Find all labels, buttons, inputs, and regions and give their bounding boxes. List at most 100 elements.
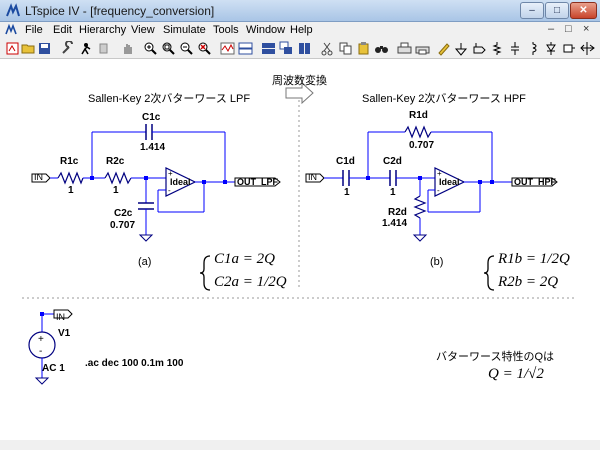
run-icon[interactable]	[78, 41, 93, 56]
label-net-icon[interactable]	[454, 41, 469, 56]
r2d-value: 1.414	[382, 218, 408, 229]
zoom-in-icon[interactable]	[143, 41, 158, 56]
opamp-hpf[interactable]	[434, 167, 466, 197]
component-icon[interactable]	[544, 41, 559, 56]
opamp-lpf[interactable]	[165, 167, 197, 197]
print-icon[interactable]	[397, 41, 412, 56]
c2d-value: 1	[390, 187, 396, 198]
halt-icon[interactable]	[96, 41, 111, 56]
new-schematic-icon[interactable]	[5, 41, 20, 56]
c2c-name: C2c	[114, 208, 133, 219]
r1c-name: R1c	[60, 156, 79, 167]
q-formula: Q = 1/√2	[488, 366, 544, 382]
r1d-value: 0.707	[409, 140, 435, 151]
brace-lpf	[199, 255, 211, 291]
zoom-cancel-icon[interactable]	[197, 41, 212, 56]
menu-file[interactable]: File	[25, 24, 43, 36]
lpf-caption: (a)	[138, 256, 152, 268]
conversion-header: 周波数変換	[272, 75, 327, 87]
toolbar	[0, 39, 600, 59]
menu-view[interactable]: View	[131, 24, 155, 36]
r1c-value: 1	[68, 185, 74, 196]
hpf-out-port[interactable]	[511, 177, 558, 187]
find-icon[interactable]	[356, 41, 371, 56]
eq-lpf-c1: C1a = 2Q	[214, 251, 275, 267]
hpf-in-label: IN	[308, 172, 317, 182]
paste-icon[interactable]	[338, 41, 353, 56]
open-icon[interactable]	[21, 41, 36, 56]
tile-horizontal-icon[interactable]	[238, 41, 253, 56]
lpf-in-port[interactable]	[31, 173, 51, 183]
r2d-name: R2d	[388, 207, 407, 218]
zoom-fit-icon[interactable]	[161, 41, 176, 56]
lpf-circuit: + -	[31, 124, 281, 242]
inductor-icon[interactable]	[508, 41, 523, 56]
lpf-title: Sallen-Key 2次バターワース LPF	[88, 93, 251, 105]
menu-window[interactable]: Window	[246, 24, 286, 36]
close-button[interactable]: ✕	[570, 2, 597, 19]
svg-text:-: -	[39, 346, 42, 357]
pan-icon[interactable]	[120, 41, 135, 56]
v1-name: V1	[58, 328, 71, 339]
schematic-drawing: + -	[22, 81, 576, 385]
hpf-title: Sallen-Key 2次バターワース HPF	[362, 93, 526, 105]
menu-hierarchy[interactable]: Hierarchy	[79, 24, 127, 36]
eq-hpf-r2: R2b = 2Q	[498, 274, 559, 290]
ac-directive[interactable]: .ac dec 100 0.1m 100	[85, 358, 184, 369]
v1-in-label: IN	[56, 312, 65, 322]
minimize-button[interactable]: –	[520, 2, 544, 19]
c1c-value: 1.414	[140, 142, 166, 153]
menu-simulate[interactable]: Simulate	[163, 24, 206, 36]
drag-icon[interactable]	[580, 41, 595, 56]
svg-text:+: +	[38, 334, 44, 345]
lpf-in-label: IN	[34, 172, 43, 182]
copy-icon[interactable]	[320, 41, 335, 56]
doc-minimize-button[interactable]: –	[548, 23, 555, 35]
pencil-icon[interactable]	[415, 41, 430, 56]
move-icon[interactable]	[562, 41, 577, 56]
menu-edit[interactable]: Edit	[53, 24, 72, 36]
schematic-canvas[interactable]: + -	[10, 60, 590, 440]
maximize-button[interactable]: □	[545, 2, 569, 19]
menu-help[interactable]: Help	[290, 24, 313, 36]
hpf-circuit: + -	[305, 125, 558, 242]
cut-icon[interactable]	[297, 41, 312, 56]
zoom-out-icon[interactable]	[179, 41, 194, 56]
svg-text:-: -	[168, 186, 171, 195]
status-bar	[0, 440, 600, 450]
v1-value: AC 1	[42, 363, 65, 374]
conversion-arrow-icon	[285, 81, 314, 105]
eq-hpf-r1: R1b = 1/2Q	[498, 251, 570, 267]
eq-lpf-c2: C2a = 1/2Q	[214, 274, 287, 290]
document-icon[interactable]	[4, 23, 18, 37]
lpf-out-label: OUT_LPF	[237, 177, 279, 187]
resistor-r2d[interactable]	[413, 195, 427, 219]
resistor-r1c[interactable]	[57, 171, 84, 185]
c1d-value: 1	[344, 187, 350, 198]
menu-tools[interactable]: Tools	[213, 24, 239, 36]
r2c-value: 1	[113, 185, 119, 196]
opamp-lpf-label: Ideal	[170, 177, 191, 187]
diode-icon[interactable]	[526, 41, 541, 56]
ground-lpf-icon	[138, 234, 154, 242]
doc-close-button[interactable]: ×	[583, 23, 590, 35]
print-setup-icon[interactable]	[374, 41, 389, 56]
tile-vertical-icon[interactable]	[279, 41, 294, 56]
r2c-name: R2c	[106, 156, 125, 167]
v1-in-port[interactable]	[53, 309, 73, 319]
ground-icon[interactable]	[436, 41, 451, 56]
ground-v1-icon	[34, 377, 50, 385]
save-icon[interactable]	[37, 41, 52, 56]
control-panel-icon[interactable]	[60, 41, 75, 56]
lpf-out-port[interactable]	[234, 177, 281, 187]
doc-restore-button[interactable]: □	[565, 23, 572, 35]
hpf-in-port[interactable]	[305, 173, 325, 183]
c1c-name: C1c	[142, 112, 161, 123]
c1d-name: C1d	[336, 156, 355, 167]
resistor-icon[interactable]	[472, 41, 487, 56]
capacitor-icon[interactable]	[490, 41, 505, 56]
cascade-icon[interactable]	[261, 41, 276, 56]
resistor-r2c[interactable]	[104, 171, 132, 185]
resistor-r1d[interactable]	[404, 125, 432, 139]
waveform-icon[interactable]	[220, 41, 235, 56]
